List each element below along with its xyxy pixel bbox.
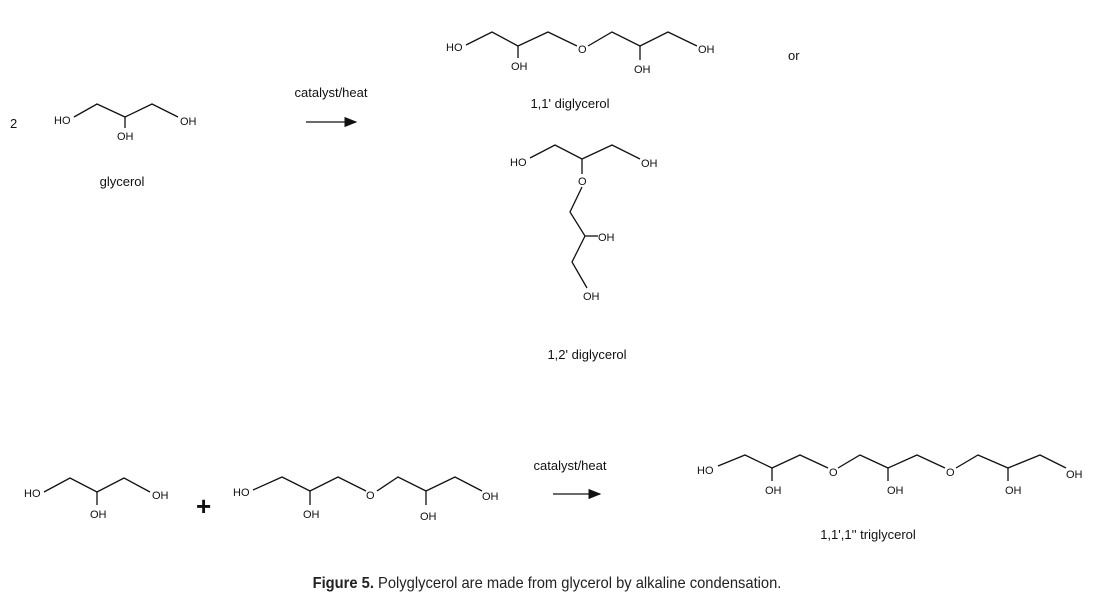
atom-oh: OH (634, 64, 651, 76)
atom-o: O (366, 490, 375, 502)
product-name: 1,2' diglycerol (547, 347, 626, 362)
atom-oh: OH (152, 490, 169, 502)
atom-oh: OH (303, 509, 320, 521)
atom-oh: OH (1005, 485, 1022, 497)
atom-oh: OH (511, 61, 528, 73)
reactant-name: glycerol (100, 174, 145, 189)
arrow-label: catalyst/heat (295, 85, 368, 100)
caption-label: Figure 5. (312, 575, 374, 592)
atom-o: O (578, 176, 587, 188)
glycerol-structure-2: HO OH OH (24, 477, 169, 521)
atom-oh: OH (1066, 469, 1083, 481)
atom-oh: OH (90, 509, 107, 521)
atom-oh: OH (583, 291, 600, 303)
coefficient: 2 (10, 116, 17, 131)
glycerol-structure: 2 HO OH OH glycerol (10, 103, 197, 189)
atom-oh: OH (180, 116, 197, 128)
reaction-arrow-2: catalyst/heat (534, 458, 607, 500)
product-name: 1,1',1'' triglycerol (820, 527, 916, 542)
atom-oh: OH (765, 485, 782, 497)
atom-o: O (578, 44, 587, 56)
atom-ho: HO (233, 487, 250, 499)
atom-ho: HO (24, 488, 41, 500)
diglycerol-11-structure: HO O OH OH OH 1,1' diglycerol or (446, 31, 800, 111)
arrow-label: catalyst/heat (534, 458, 607, 473)
atom-ho: HO (54, 115, 71, 127)
atom-oh: OH (641, 158, 658, 170)
atom-oh: OH (482, 491, 499, 503)
atom-ho: HO (697, 465, 714, 477)
atom-oh: OH (420, 511, 437, 523)
atom-o: O (829, 467, 838, 479)
diglycerol-12-structure: HO OH O OH OH 1,2' diglycerol (510, 144, 658, 362)
caption-text: Polyglycerol are made from glycerol by a… (373, 575, 782, 592)
diglycerol-structure-2: HO O OH OH OH (233, 476, 499, 523)
or-label: or (788, 48, 800, 63)
atom-ho: HO (510, 157, 527, 169)
plus-sign: + (196, 491, 211, 521)
reaction-arrow-1: catalyst/heat (295, 85, 368, 128)
atom-ho: HO (446, 42, 463, 54)
atom-oh: OH (698, 44, 715, 56)
figure-caption: Figure 5. Polyglycerol are made from gly… (44, 575, 1050, 593)
triglycerol-structure: HO O O OH OH OH OH 1,1',1'' triglycerol (697, 454, 1083, 542)
atom-oh: OH (887, 485, 904, 497)
atom-oh: OH (598, 232, 615, 244)
atom-oh: OH (117, 131, 134, 143)
atom-o: O (946, 467, 955, 479)
product-name: 1,1' diglycerol (530, 96, 609, 111)
